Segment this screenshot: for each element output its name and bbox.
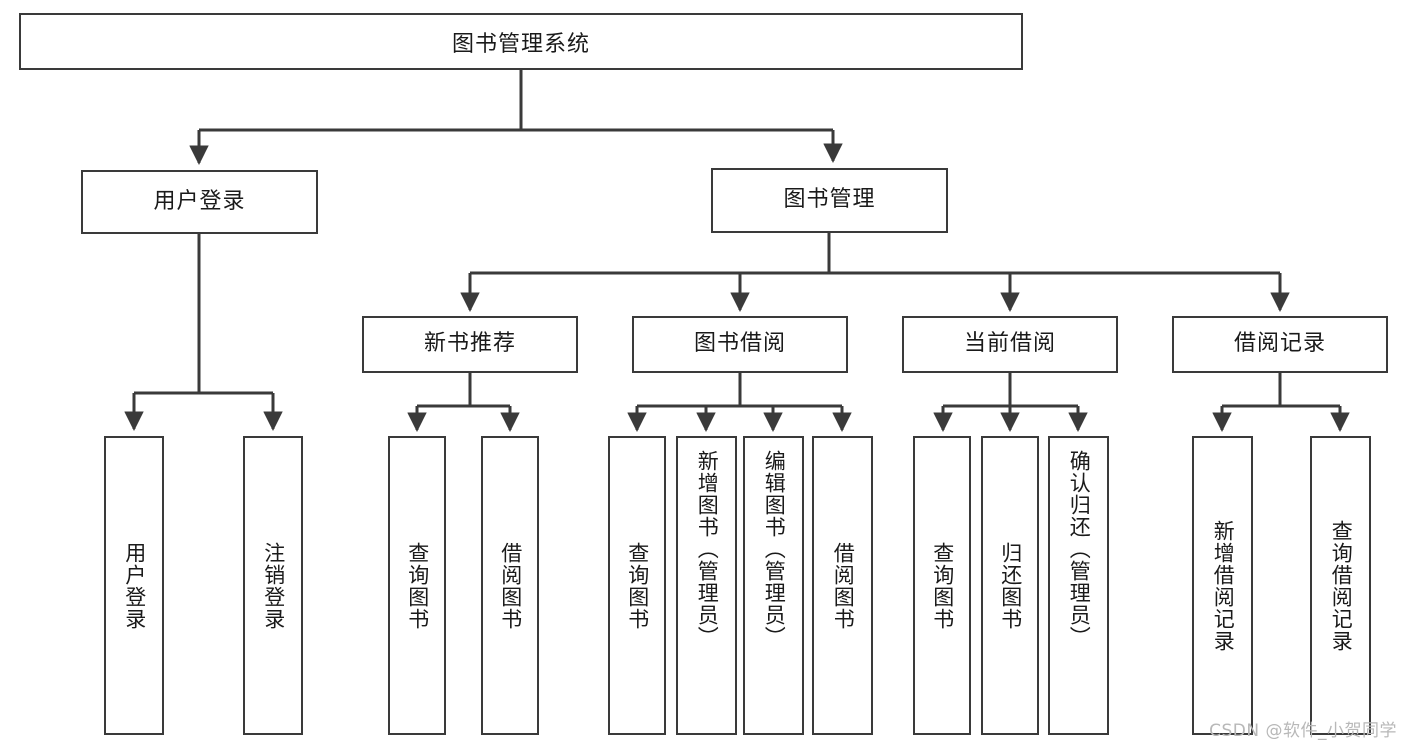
leaf-return-book[interactable]: 归还图书 [981,436,1039,735]
leaf-label: 归还图书 [998,541,1023,630]
leaf-edit-book-admin[interactable]: 编辑图书（管理员） [743,436,804,735]
leaf-label: 借阅图书 [498,541,523,630]
leaf-label: 查询图书 [405,541,430,630]
leaf-borrow-book-recommend[interactable]: 借阅图书 [481,436,539,735]
node-label: 借阅记录 [1233,331,1326,357]
leaf-query-book-current[interactable]: 查询图书 [913,436,971,735]
leaf-label: 确认归还（管理员） [1067,450,1092,648]
node-new-book-recommend[interactable]: 新书推荐 [362,316,578,373]
node-label: 当前借阅 [963,331,1056,357]
leaf-label: 查询借阅记录 [1329,519,1354,652]
leaf-query-book-recommend[interactable]: 查询图书 [388,436,446,735]
node-book-management[interactable]: 图书管理 [711,168,948,233]
node-user-login[interactable]: 用户登录 [81,170,318,234]
node-current-borrow[interactable]: 当前借阅 [902,316,1118,373]
leaf-query-borrow-record[interactable]: 查询借阅记录 [1310,436,1371,735]
node-label: 图书借阅 [693,331,786,357]
leaf-add-borrow-record[interactable]: 新增借阅记录 [1192,436,1253,735]
node-label: 图书管理系统 [451,31,590,57]
node-root-system[interactable]: 图书管理系统 [19,13,1023,70]
node-label: 新书推荐 [423,331,516,357]
leaf-label: 借阅图书 [831,541,856,630]
leaf-logout[interactable]: 注销登录 [243,436,303,735]
leaf-add-book-admin[interactable]: 新增图书（管理员） [676,436,737,735]
leaf-label: 新增借阅记录 [1211,519,1236,652]
leaf-borrow-book[interactable]: 借阅图书 [812,436,873,735]
leaf-user-login[interactable]: 用户登录 [104,436,164,735]
leaf-label: 编辑图书（管理员） [762,450,787,648]
leaf-label: 查询图书 [625,541,650,630]
leaf-query-book-borrow[interactable]: 查询图书 [608,436,666,735]
leaf-label: 查询图书 [930,541,955,630]
node-label: 用户登录 [153,188,246,214]
node-label: 图书管理 [783,187,876,213]
watermark: CSDN @软件_小贺同学 [1209,721,1397,741]
leaf-label: 注销登录 [261,541,286,630]
node-borrow-record[interactable]: 借阅记录 [1172,316,1388,373]
node-book-borrow[interactable]: 图书借阅 [632,316,848,373]
leaf-confirm-return-admin[interactable]: 确认归还（管理员） [1048,436,1109,735]
leaf-label: 新增图书（管理员） [695,450,720,648]
leaf-label: 用户登录 [122,541,147,630]
